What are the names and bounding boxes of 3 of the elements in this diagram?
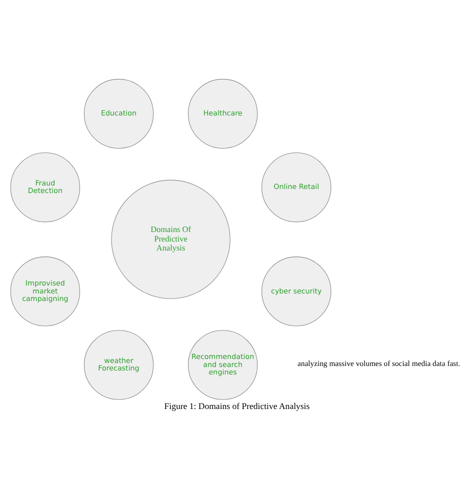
node-circle: Domains Of Predictive Analysis <box>111 179 230 298</box>
caption: Figure 1: Domains of Predictive Analysis <box>164 400 310 410</box>
label: analyzing massive volumes of social media data fast. <box>297 358 460 368</box>
